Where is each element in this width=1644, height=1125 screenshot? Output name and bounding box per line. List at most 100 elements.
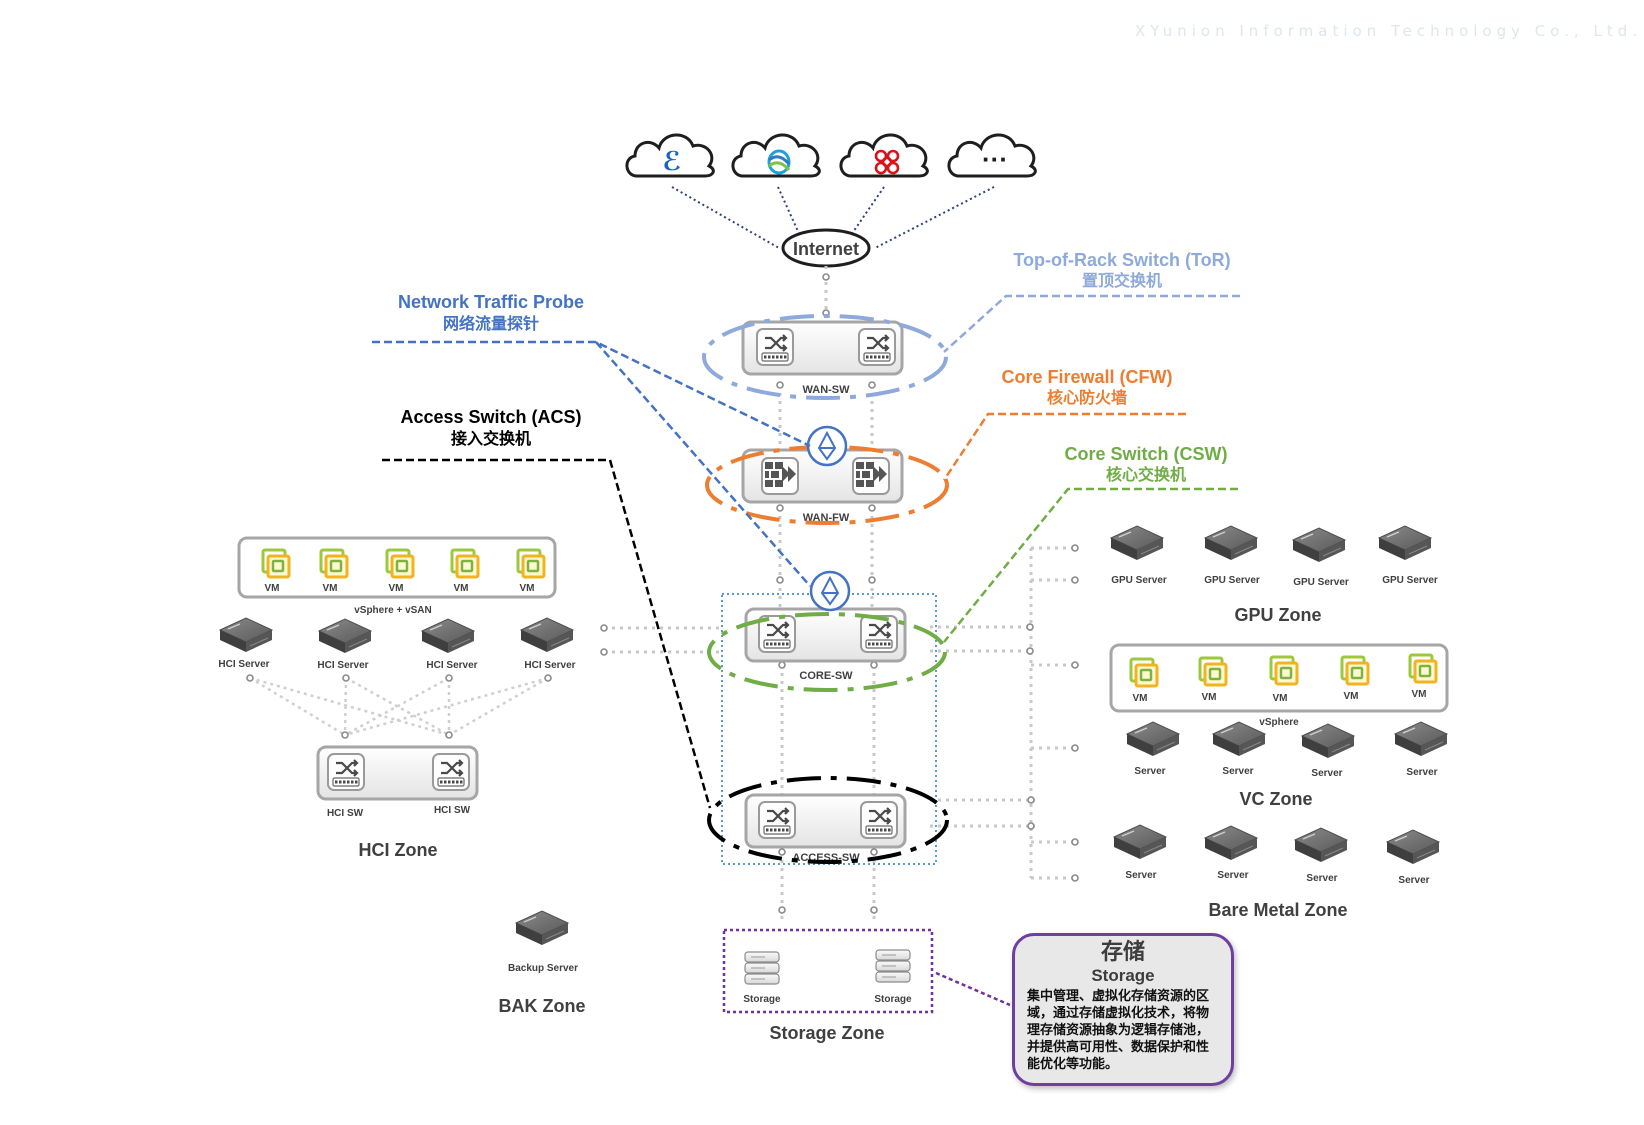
company-name: XYunion Information Technology Co., Ltd.: [1135, 22, 1642, 40]
svg-text:VM: VM: [1273, 693, 1288, 704]
svg-text:VM: VM: [1412, 689, 1427, 700]
vc-zone-title: VC Zone: [1239, 789, 1312, 809]
acs-title-cn: 接入交换机: [451, 429, 531, 448]
csw-ring: [707, 612, 947, 692]
hci-zone: VM VM VM VM VM vSphere + vSAN HCI Server…: [218, 536, 576, 860]
tor-title-cn: 置顶交换机: [1082, 271, 1162, 290]
bare-metal-zone-title: Bare Metal Zone: [1208, 900, 1347, 920]
hci-vm: VM: [516, 548, 546, 594]
svg-text:Server: Server: [1222, 766, 1253, 777]
probe-title-en: Network Traffic Probe: [398, 292, 584, 312]
more-label: ···: [982, 144, 1008, 174]
gpu-server: GPU Server: [1378, 525, 1438, 586]
more-cloud-icon: ···: [947, 133, 1037, 178]
bm-server: Server: [1386, 829, 1440, 886]
storage-array: Storage: [743, 951, 781, 1005]
probe-icon: [809, 570, 851, 612]
backup-server: Backup Server: [508, 910, 578, 974]
vc-server: Server: [1394, 721, 1448, 778]
gpu-zone: GPU Server GPU Server GPU Server GPU Ser…: [1110, 525, 1438, 625]
svg-text:VM: VM: [265, 583, 280, 594]
cfw-leader-line: [942, 412, 1186, 481]
hci-vm: VM: [450, 548, 480, 594]
vc-server: Server: [1301, 723, 1355, 779]
hci-platform-label: vSphere + vSAN: [354, 605, 432, 616]
tor-leader-line: [943, 294, 1240, 353]
bm-server: Server: [1204, 825, 1258, 881]
hci-server: HCI Server: [218, 617, 273, 670]
bak-zone-title: BAK Zone: [499, 996, 586, 1016]
vc-vm: VM: [1340, 655, 1370, 702]
storage-zone-box: [722, 928, 934, 1014]
cfw-title-en: Core Firewall (CFW): [1001, 367, 1172, 387]
vc-server: Server: [1212, 721, 1266, 777]
probe-icon: [806, 425, 848, 467]
internet-node: Internet: [781, 228, 871, 268]
mobile-cloud-icon: [731, 133, 821, 178]
internet-links: [671, 186, 995, 249]
svg-text:Storage: Storage: [874, 994, 912, 1005]
access-sw-device: ACCESS-SW: [744, 793, 907, 864]
cfw-ring: [705, 445, 949, 525]
storage-description-box: 存储 Storage 集中管理、虚拟化存储资源的区域，通过存储虚拟化技术，将物理…: [1012, 933, 1234, 1086]
vc-platform-label: vSphere: [1259, 717, 1299, 728]
cfw-title-cn: 核心防火墙: [1047, 388, 1127, 407]
acs-leader-line: [382, 458, 712, 809]
connection-dots: [246, 273, 1079, 914]
isp-clouds: ℰ ···: [625, 133, 1037, 178]
svg-text:Backup Server: Backup Server: [508, 963, 578, 974]
hci-vm: VM: [385, 548, 415, 594]
svg-text:VM: VM: [323, 583, 338, 594]
vc-vm: VM: [1198, 656, 1228, 703]
svg-text:VM: VM: [1344, 691, 1359, 702]
hci-vm: VM: [261, 548, 291, 594]
svg-text:GPU Server: GPU Server: [1204, 575, 1260, 586]
vc-vm: VM: [1269, 655, 1299, 704]
vc-vm: VM: [1408, 653, 1438, 700]
svg-text:Server: Server: [1311, 768, 1342, 779]
svg-text:HCI Server: HCI Server: [218, 659, 269, 670]
csw-leader-line: [943, 487, 1238, 643]
svg-text:VM: VM: [389, 583, 404, 594]
bare-metal-zone: Server Server Server Server Bare Metal Z…: [1113, 824, 1440, 920]
bm-server: Server: [1294, 827, 1348, 884]
wan-sw-device: WAN-SW: [741, 320, 904, 396]
storage-zone: Storage Storage Storage Zone: [722, 928, 934, 1043]
storage-array: Storage: [874, 949, 912, 1005]
bak-zone: Backup Server BAK Zone: [499, 910, 586, 1016]
hci-sw-label: HCI SW: [434, 805, 471, 816]
svg-text:HCI Server: HCI Server: [317, 660, 368, 671]
svg-text:VM: VM: [520, 583, 535, 594]
svg-text:Server: Server: [1125, 870, 1156, 881]
probe-title-cn: 网络流量探针: [443, 314, 539, 333]
hci-server: HCI Server: [317, 618, 372, 671]
hci-server: HCI Server: [520, 617, 576, 671]
telecom-cloud-icon: ℰ: [625, 133, 715, 178]
gpu-zone-title: GPU Zone: [1234, 605, 1321, 625]
svg-text:VM: VM: [454, 583, 469, 594]
vc-vm: VM: [1129, 657, 1159, 704]
svg-text:Server: Server: [1217, 870, 1248, 881]
svg-text:Storage: Storage: [743, 994, 781, 1005]
wan-sw-label: WAN-SW: [802, 384, 850, 396]
internet-label: Internet: [793, 239, 859, 259]
svg-text:Server: Server: [1306, 873, 1337, 884]
csw-title-cn: 核心交换机: [1106, 465, 1186, 484]
svg-text:VM: VM: [1133, 693, 1148, 704]
tor-ring: [702, 314, 948, 400]
vc-zone: VM VM VM VM VM vSphere Server Server Ser…: [1109, 643, 1449, 809]
hci-server: HCI Server: [421, 618, 478, 671]
svg-text:HCI Server: HCI Server: [426, 660, 477, 671]
svg-text:ℰ: ℰ: [663, 146, 682, 176]
svg-text:GPU Server: GPU Server: [1111, 575, 1167, 586]
unicom-cloud-icon: [839, 133, 929, 178]
gpu-server: GPU Server: [1292, 527, 1349, 588]
acs-title-en: Access Switch (ACS): [400, 407, 581, 427]
storage-desc-body: 集中管理、虚拟化存储资源的区域，通过存储虚拟化技术，将物理存储资源抽象为逻辑存储…: [1027, 989, 1210, 1072]
core-sw-label: CORE-SW: [799, 670, 853, 682]
storage-desc-title-en: Storage: [1091, 966, 1155, 985]
csw-title-en: Core Switch (CSW): [1064, 444, 1227, 464]
hci-zone-title: HCI Zone: [359, 840, 438, 860]
gpu-server: GPU Server: [1204, 525, 1260, 586]
